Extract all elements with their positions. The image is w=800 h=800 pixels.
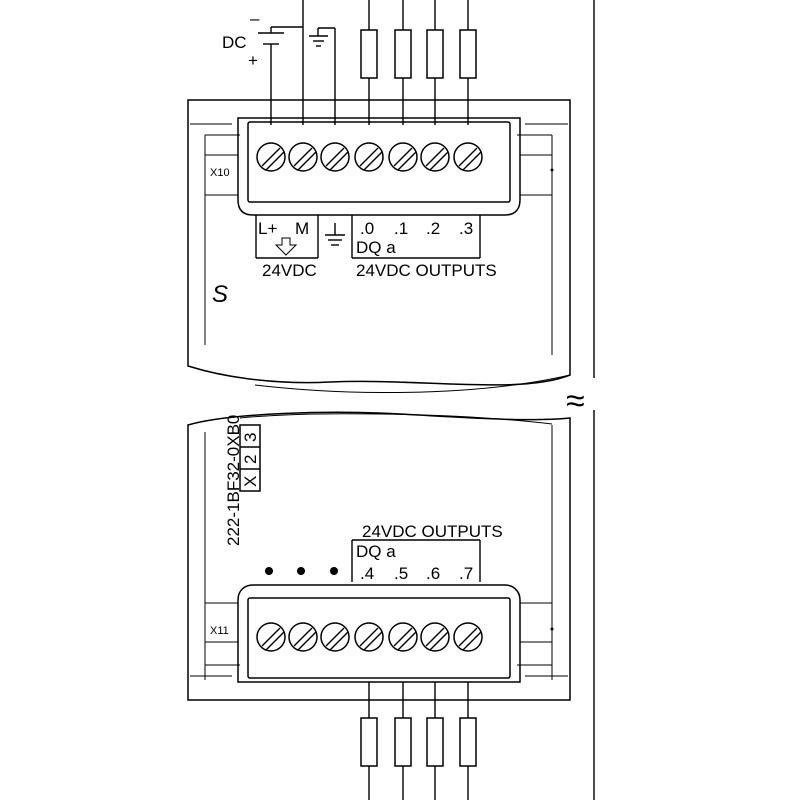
terminal-screw[interactable]: [288, 622, 318, 652]
supply-label-group: L+ M 24VDC: [255, 215, 319, 280]
version-box-2: 2: [241, 455, 260, 464]
terminal-screw[interactable]: [256, 622, 286, 652]
terminal-screw[interactable]: [256, 142, 286, 172]
load-resistor: [360, 29, 378, 79]
unused-terminal-dot: [330, 567, 338, 575]
terminal-screw[interactable]: [453, 142, 483, 172]
terminal-screw[interactable]: [388, 142, 418, 172]
output-group-name: DQ a: [356, 542, 396, 561]
load-resistor: [394, 717, 412, 767]
terminal-screw[interactable]: [420, 142, 450, 172]
load-resistor: [426, 717, 444, 767]
connector-id-x11: X11: [210, 625, 229, 637]
version-box-x: X: [241, 476, 260, 487]
terminal-screw[interactable]: [388, 622, 418, 652]
load-resistor: [394, 29, 412, 79]
output-label: .7: [459, 564, 473, 583]
break-mark: ≈: [566, 382, 585, 420]
terminal-screw[interactable]: [288, 142, 318, 172]
unused-terminal-dot: [265, 567, 273, 575]
output-group-name: DQ a: [356, 238, 396, 257]
connector-id-x10: X10: [210, 167, 230, 179]
terminal-screw[interactable]: [354, 142, 384, 172]
down-arrow-icon: [274, 237, 298, 256]
dc-minus-sign: –: [250, 9, 260, 28]
load-resistors-bottom: [360, 682, 477, 800]
output-label: .1: [394, 219, 408, 238]
module-upper-body: X10 L+ M 24VDC .0 .1: [187, 99, 571, 394]
label-m: M: [295, 219, 309, 238]
output-label: .3: [459, 219, 473, 238]
output-label: .4: [360, 564, 374, 583]
version-boxes: X 2 3: [239, 424, 261, 492]
outputs-label-group-top: .0 .1 .2 .3 DQ a 24VDC OUTPUTS: [351, 215, 497, 280]
terminal-screw[interactable]: [354, 622, 384, 652]
unused-terminal-dot: [297, 567, 305, 575]
terminal-screw[interactable]: [420, 622, 450, 652]
terminal-screw[interactable]: [453, 622, 483, 652]
load-resistor: [459, 29, 477, 79]
terminal-screw[interactable]: [320, 142, 350, 172]
logo-icon: S: [212, 281, 228, 308]
ground-icon: [325, 223, 345, 246]
top-external-wiring: DC – + ≈: [222, 0, 595, 800]
outputs-label-group-bottom: 24VDC OUTPUTS DQ a .4 .5 .6 .7: [351, 522, 503, 583]
label-l-plus: L+: [258, 219, 277, 238]
dc-plus-sign: +: [248, 51, 258, 70]
output-label: .6: [426, 564, 440, 583]
load-resistor: [360, 717, 378, 767]
load-resistor: [426, 29, 444, 79]
load-resistor: [459, 717, 477, 767]
load-resistors-top: [360, 0, 477, 125]
output-group-title: 24VDC OUTPUTS: [356, 261, 497, 280]
output-group-title: 24VDC OUTPUTS: [362, 522, 503, 541]
label-supply-voltage: 24VDC: [262, 261, 317, 280]
output-label: .2: [426, 219, 440, 238]
terminal-screw[interactable]: [320, 622, 350, 652]
ground-icon: [309, 27, 336, 125]
order-number: 222-1BF32-0XB0: [224, 415, 243, 546]
version-box-3: 3: [241, 433, 260, 442]
terminal-block-x11: [256, 622, 483, 652]
output-label: .0: [360, 219, 374, 238]
output-label: .5: [394, 564, 408, 583]
module-lower-body: 222-1BF32-0XB0 X 2 3 24VDC OUTPUTS DQ a …: [187, 411, 571, 701]
dc-label: DC: [222, 33, 247, 52]
terminal-block-x10: [256, 142, 483, 172]
